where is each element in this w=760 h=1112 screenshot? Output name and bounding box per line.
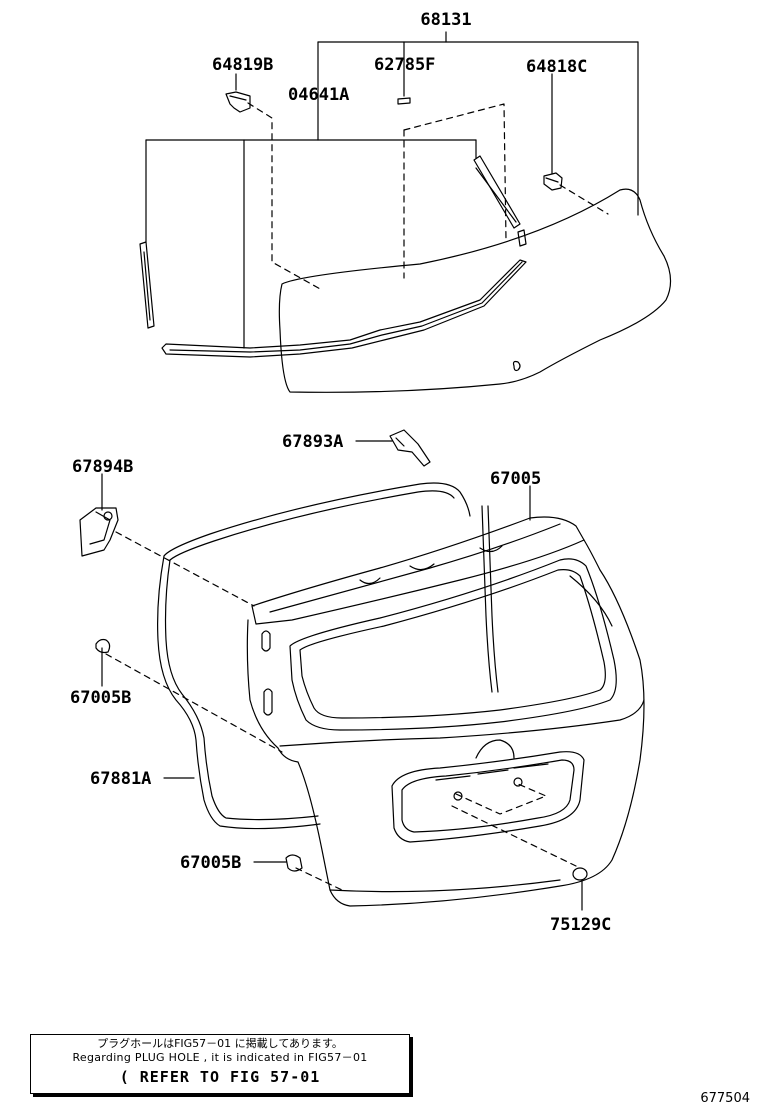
dashed-lines-lower	[105, 531, 577, 891]
label-68131: 68131	[420, 10, 471, 30]
back-glass	[278, 188, 672, 393]
label-67894B: 67894B	[72, 457, 133, 477]
clip-64819B	[225, 91, 251, 113]
plug-hole-note: プラグホールはFIG57－01 に掲載してあります。 Regarding PLU…	[30, 1034, 410, 1094]
note-japanese-text: プラグホールはFIG57－01 に掲載してあります。	[97, 1037, 343, 1050]
pin-62785F	[397, 97, 411, 105]
label-64819B: 64819B	[212, 55, 273, 75]
leader-lines-lower	[101, 440, 583, 911]
cap-75129C	[572, 867, 588, 881]
label-75129C: 75129C	[550, 915, 611, 935]
molding-strip-upper	[473, 155, 527, 247]
label-04641A: 04641A	[288, 85, 349, 105]
leader-lines-upper	[145, 31, 639, 349]
label-67881A: 67881A	[90, 769, 151, 789]
label-67005B-lower: 67005B	[180, 853, 241, 873]
cover-67893A	[389, 429, 431, 467]
back-door-panel-67005	[246, 516, 645, 907]
label-67005: 67005	[490, 469, 541, 489]
plug-67005B-lower	[285, 854, 303, 872]
label-67005B-upper: 67005B	[70, 688, 131, 708]
label-62785F: 62785F	[374, 55, 435, 75]
label-67893A: 67893A	[282, 432, 343, 452]
diagram-id: 677504	[700, 1091, 750, 1106]
dashed-lines-upper	[247, 102, 609, 291]
note-english-text: Regarding PLUG HOLE , it is indicated in…	[72, 1051, 368, 1064]
molding-strip-left	[139, 241, 155, 329]
label-64818C: 64818C	[526, 57, 587, 77]
weatherstrip-67881A	[157, 482, 613, 830]
molding-strip-lower	[161, 259, 527, 358]
clip-64818C	[543, 172, 563, 191]
note-reference-text: ( REFER TO FIG 57-01	[119, 1068, 321, 1086]
cover-67894B	[79, 507, 119, 557]
plug-67005B-upper	[95, 638, 111, 654]
